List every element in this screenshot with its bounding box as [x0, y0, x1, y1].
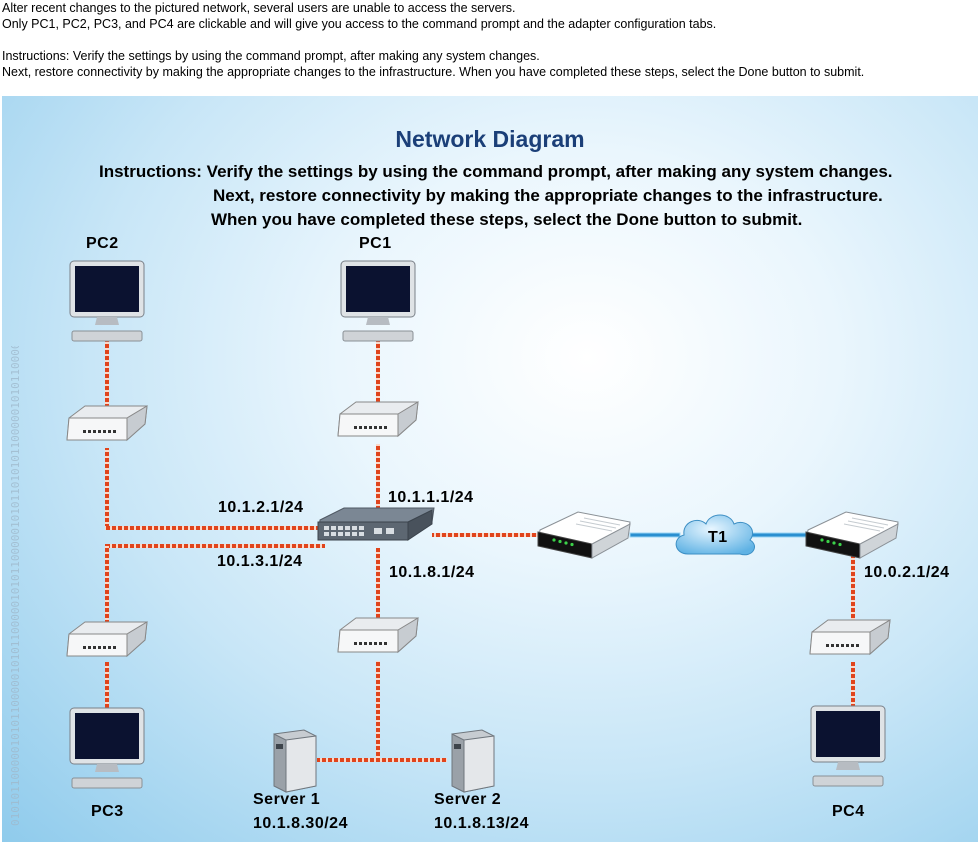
t1-cloud-label: T1 [708, 529, 728, 547]
cable-servers [317, 758, 447, 762]
intro-line-4: Next, restore connectivity by making the… [2, 64, 972, 80]
server2-icon [442, 728, 498, 794]
interface-10-0-2-label: 10.0.2.1/24 [864, 564, 950, 582]
pc3-computer-icon[interactable] [67, 706, 147, 792]
cable-switch1-router [376, 444, 380, 514]
network-diagram: 0101011000001010110000010101100000101011… [2, 96, 978, 842]
diagram-title: Network Diagram [2, 126, 978, 153]
pc1-computer-icon[interactable] [338, 259, 418, 345]
interface-10-1-8-label: 10.1.8.1/24 [389, 564, 475, 582]
interface-10-1-1-label: 10.1.1.1/24 [388, 489, 474, 507]
core-router-icon [314, 506, 438, 554]
switch-pc2-icon [65, 404, 149, 450]
pc4-label: PC4 [832, 803, 865, 821]
modem-right-icon [802, 508, 902, 564]
pc4-computer-icon[interactable] [808, 704, 888, 790]
server2-label: Server 2 [434, 791, 501, 809]
cable-router-modem [432, 533, 542, 537]
server1-label: Server 1 [253, 791, 320, 809]
interface-10-1-2-label: 10.1.2.1/24 [218, 499, 304, 517]
pc2-label: PC2 [86, 235, 119, 253]
server2-ip-label: 10.1.8.13/24 [434, 815, 529, 833]
switch-pc4-icon [808, 618, 892, 664]
cable-switch2-router [105, 448, 109, 528]
switch-pc3-icon [65, 620, 149, 666]
pc2-computer-icon[interactable] [67, 259, 147, 345]
server1-ip-label: 10.1.8.30/24 [253, 815, 348, 833]
pc3-label: PC3 [91, 803, 124, 821]
intro-line-3: Instructions: Verify the settings by usi… [2, 48, 972, 64]
modem-left-icon [534, 508, 634, 564]
interface-10-1-3-label: 10.1.3.1/24 [217, 553, 303, 571]
switch-pc1-icon [336, 400, 420, 446]
diagram-instruction-1: Instructions: Verify the settings by usi… [99, 162, 893, 182]
intro-line-1: Alter recent changes to the pictured net… [2, 0, 972, 16]
cable-10-1-3 [105, 544, 325, 548]
diagram-instruction-3: When you have completed these steps, sel… [211, 210, 802, 230]
cable-switch8-servers [376, 661, 380, 761]
intro-text: Alter recent changes to the pictured net… [2, 0, 972, 80]
pc1-label: PC1 [359, 235, 392, 253]
cable-10-1-2 [105, 526, 325, 530]
switch-servers-icon [336, 616, 420, 662]
intro-line-2: Only PC1, PC2, PC3, and PC4 are clickabl… [2, 16, 972, 32]
diagram-instruction-2: Next, restore connectivity by making the… [213, 186, 883, 206]
server1-icon [264, 728, 320, 794]
